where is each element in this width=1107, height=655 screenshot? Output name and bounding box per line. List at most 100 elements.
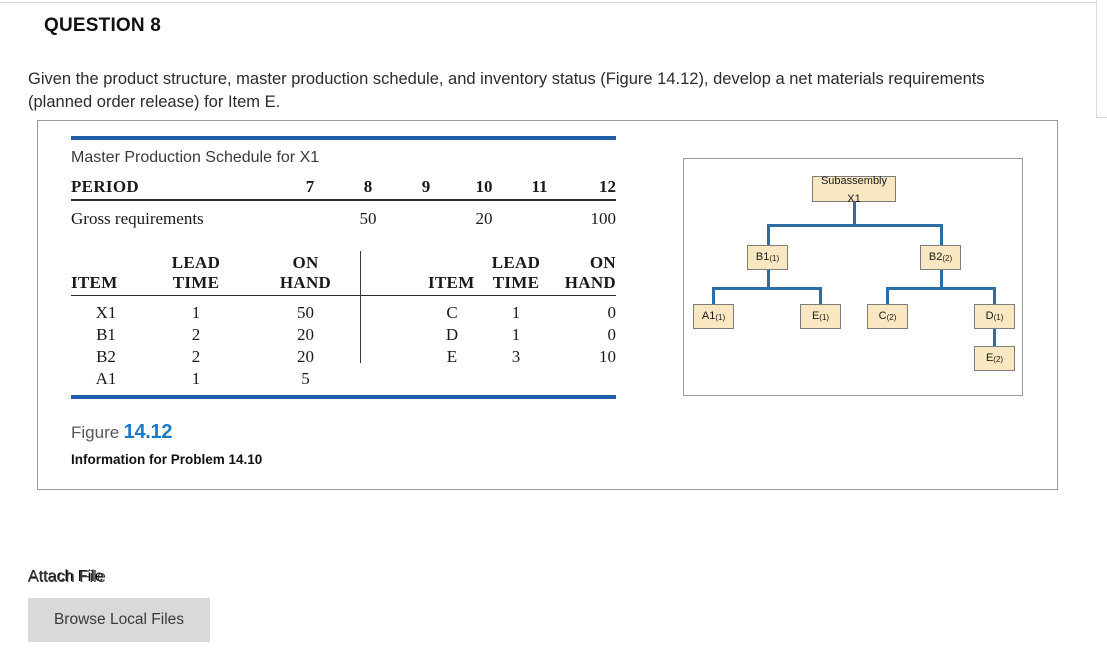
period-12: 12 <box>599 177 616 196</box>
node-b2-label: B2 <box>928 251 943 264</box>
connector-to-c <box>886 287 889 305</box>
mps-table: PERIOD 7 8 9 10 11 12 <box>71 177 616 197</box>
gross-req-p11 <box>513 209 566 229</box>
table-row: B2 2 20 E 3 10 <box>71 346 616 368</box>
connector-b2-stem <box>940 269 943 288</box>
mps-table-block: Master Production Schedule for X1 PERIOD… <box>71 136 616 399</box>
item-header-right: ITEM <box>428 272 475 292</box>
table-row: X1 1 50 C 1 0 <box>71 302 616 324</box>
caption-figure-word: Figure <box>71 423 120 442</box>
inv-left-lead-3: 1 <box>191 369 201 388</box>
inv-right-lead-0: 1 <box>511 303 521 322</box>
inv-right-onhand-1: 0 <box>607 325 617 344</box>
page-title: QUESTION 8 <box>44 15 162 36</box>
connector-b1-bus <box>712 287 822 290</box>
on-hand-header-right-2: HAND <box>564 272 616 292</box>
item-header-left: ITEM <box>71 272 118 292</box>
period-10: 10 <box>475 177 493 196</box>
lead-time-header-right-2: TIME <box>492 272 540 292</box>
node-c-qty: (2) <box>886 313 897 323</box>
mps-gross-table: Gross requirements 50 20 100 <box>71 209 616 229</box>
node-b1-qty: (1) <box>769 254 780 264</box>
period-label: PERIOD <box>71 177 139 196</box>
mps-header-rule <box>71 199 616 201</box>
node-b2-qty: (2) <box>942 254 953 264</box>
inv-left-item-3: A1 <box>95 369 117 388</box>
on-hand-header-left-1: ON <box>292 252 319 272</box>
node-d[interactable]: D(1) <box>974 304 1015 329</box>
connector-to-b2 <box>940 224 943 245</box>
node-subassembly-x1[interactable]: Subassembly X1 <box>812 175 896 205</box>
table-top-rule <box>71 136 616 140</box>
inv-right-item-2: E <box>446 347 458 366</box>
attach-file-label: Attach File <box>28 568 104 585</box>
inv-left-onhand-1: 20 <box>297 325 314 344</box>
inv-left-lead-2: 2 <box>191 347 201 366</box>
inv-left-onhand-2: 20 <box>297 347 314 366</box>
inv-right-lead-2: 3 <box>511 347 521 366</box>
inv-left-item-2: B2 <box>96 347 116 366</box>
inv-right-lead-1: 1 <box>511 325 521 344</box>
node-a1[interactable]: A1(1) <box>693 304 734 329</box>
node-b1[interactable]: B1(1) <box>747 245 788 270</box>
node-e2-label: E <box>985 352 994 365</box>
period-7: 7 <box>305 177 315 196</box>
inv-left-lead-0: 1 <box>191 303 201 322</box>
browse-local-files-button[interactable]: Browse Local Files <box>28 598 210 642</box>
node-e1-qty: (1) <box>819 313 830 323</box>
product-structure-diagram: Subassembly X1 B1(1) B2(2) A1(1) E(1) C(… <box>683 158 1023 396</box>
connector-to-b1 <box>767 224 770 245</box>
inventory-vertical-divider <box>360 250 361 363</box>
on-hand-header-right-1: ON <box>589 252 616 272</box>
node-a1-qty: (1) <box>715 313 726 323</box>
inv-right-item-0: C <box>446 303 458 322</box>
inv-right-item-1: D <box>445 325 459 344</box>
gross-req-p9 <box>397 209 455 229</box>
connector-root-stem <box>853 201 856 225</box>
attach-file-heading: Attach File <box>28 568 106 586</box>
inventory-header-row-2: ITEM TIME HAND ITEM TIME HAND <box>71 273 616 293</box>
inv-right-onhand-0: 0 <box>607 303 617 322</box>
node-d-qty: (1) <box>993 313 1004 323</box>
node-c[interactable]: C(2) <box>867 304 908 329</box>
inv-left-item-0: X1 <box>95 303 117 322</box>
on-hand-header-left-2: HAND <box>279 272 332 292</box>
node-e1-label: E <box>811 310 820 323</box>
gross-req-p10: 20 <box>475 208 493 228</box>
top-divider <box>0 2 1107 3</box>
figure-container: Master Production Schedule for X1 PERIOD… <box>37 120 1058 490</box>
gross-requirements-label: Gross requirements <box>71 208 204 228</box>
caption-figure-number: 14.12 <box>123 421 173 443</box>
period-9: 9 <box>421 177 431 196</box>
inventory-status-block: LEAD ON LEAD ON ITEM TIME HAND ITEM TIME <box>71 250 616 391</box>
node-b2[interactable]: B2(2) <box>920 245 961 270</box>
table-row: A1 1 5 <box>71 368 616 390</box>
lead-time-header-left-2: TIME <box>172 272 220 292</box>
connector-to-e1 <box>819 287 822 305</box>
inv-left-lead-1: 2 <box>191 325 201 344</box>
gross-requirements-row: Gross requirements 50 20 100 <box>71 209 616 229</box>
mps-title: Master Production Schedule for X1 <box>71 149 320 166</box>
gross-req-p12: 100 <box>590 208 617 228</box>
node-d-label: D <box>985 310 994 323</box>
figure-caption: Figure 14.12 Information for Problem 14.… <box>71 421 262 467</box>
node-e2[interactable]: E(2) <box>974 346 1015 371</box>
gross-req-p7 <box>281 209 339 229</box>
lead-time-header-left-1: LEAD <box>171 252 221 272</box>
node-a1-label: A1 <box>701 310 716 323</box>
inventory-header-row-1: LEAD ON LEAD ON <box>71 251 616 273</box>
caption-subtitle: Information for Problem 14.10 <box>71 452 263 467</box>
node-subassembly-x1-label: Subassembly X1 <box>820 175 888 205</box>
connector-d-to-e2 <box>993 329 996 347</box>
table-bottom-rule <box>71 395 616 399</box>
question-text: Given the product structure, master prod… <box>28 70 985 112</box>
node-e1[interactable]: E(1) <box>800 304 841 329</box>
connector-b2-bus <box>886 287 996 290</box>
period-11: 11 <box>531 177 548 196</box>
inv-left-item-1: B1 <box>96 325 116 344</box>
inv-right-onhand-2: 10 <box>599 347 616 366</box>
inv-left-onhand-3: 5 <box>301 369 310 388</box>
node-b1-label: B1 <box>755 251 770 264</box>
inventory-data-table: X1 1 50 C 1 0 B1 2 20 D 1 <box>71 302 616 390</box>
period-8: 8 <box>363 177 373 196</box>
